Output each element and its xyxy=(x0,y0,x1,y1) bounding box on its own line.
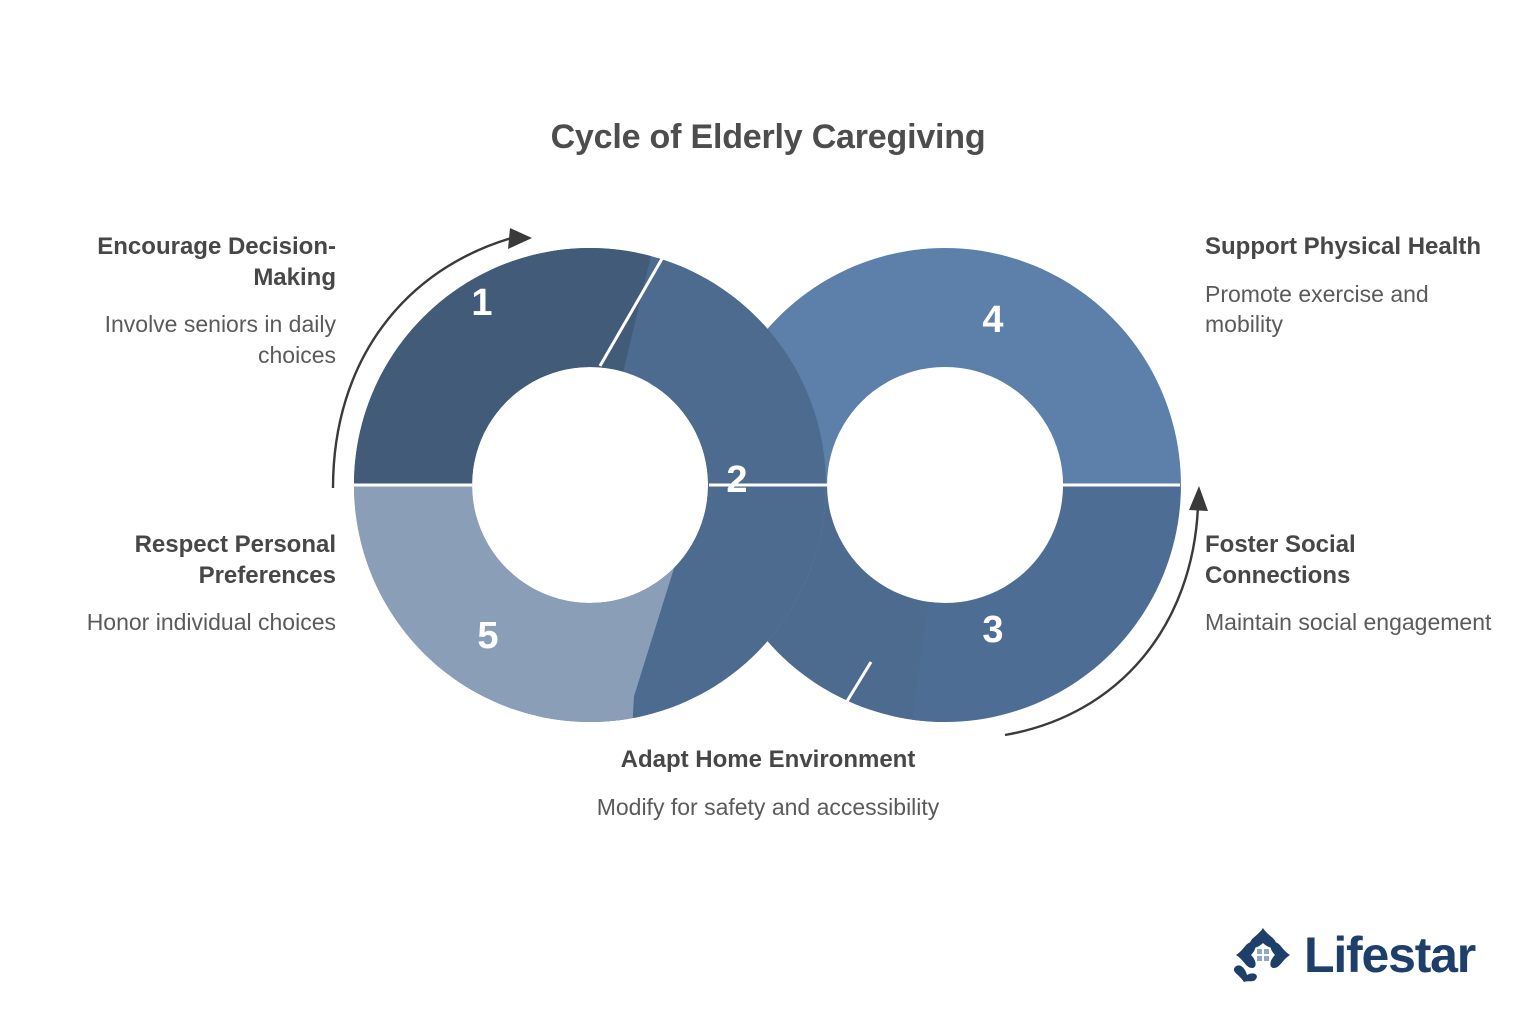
callout-step-2-title: Adapt Home Environment xyxy=(620,746,916,773)
callout-step-3-description: Maintain social engagement xyxy=(1205,609,1492,636)
segment-dividers xyxy=(354,256,1180,770)
page-title: Cycle of Elderly Caregiving xyxy=(550,118,986,156)
callout-step-2: Adapt Home Environment Modify for safety… xyxy=(596,745,940,822)
callout-step-4-title: Support Physical Health xyxy=(1205,233,1482,260)
segment-number-5: 5 xyxy=(477,615,498,657)
segment-number-1: 1 xyxy=(471,282,492,324)
callout-step-1-title: Encourage Decision-Making xyxy=(97,233,336,291)
callout-step-5-title: Respect Personal Preferences xyxy=(134,531,336,589)
flow-arrow-right-head xyxy=(1189,486,1208,511)
segment-number-4: 4 xyxy=(982,299,1003,341)
callout-step-1: Encourage Decision-Making Involve senior… xyxy=(40,232,336,370)
callout-step-4: Support Physical Health Promote exercise… xyxy=(1205,232,1505,339)
callout-step-5-description: Honor individual choices xyxy=(86,609,336,636)
callout-step-2-description: Modify for safety and accessibility xyxy=(596,793,940,820)
lifestar-house-mark-icon xyxy=(1233,928,1290,982)
callout-step-1-description: Involve seniors in daily choices xyxy=(104,311,336,368)
flow-arrow-left-head xyxy=(508,228,532,249)
donut-segment-2-overlap xyxy=(630,248,826,722)
lifestar-logo-text: Lifestar xyxy=(1304,927,1476,983)
flow-arrow-right xyxy=(1004,505,1200,737)
cycle-diagram: 1 2 3 4 5 xyxy=(300,210,1240,770)
callout-step-4-description: Promote exercise and mobility xyxy=(1205,280,1429,338)
donut-segment-1-edge xyxy=(353,248,662,485)
donut-segment-3 xyxy=(900,485,1181,723)
flow-arrow-left xyxy=(331,235,516,489)
segment-number-2: 2 xyxy=(726,459,747,501)
lifestar-logo: Lifestar xyxy=(1232,924,1476,986)
callout-step-3: Foster Social Connections Maintain socia… xyxy=(1205,530,1505,638)
segment-number-3: 3 xyxy=(982,609,1003,651)
callout-step-5: Respect Personal Preferences Honor indiv… xyxy=(40,530,336,638)
donut-segment-5-edge xyxy=(353,485,700,722)
callout-step-3-title: Foster Social Connections xyxy=(1205,531,1356,589)
